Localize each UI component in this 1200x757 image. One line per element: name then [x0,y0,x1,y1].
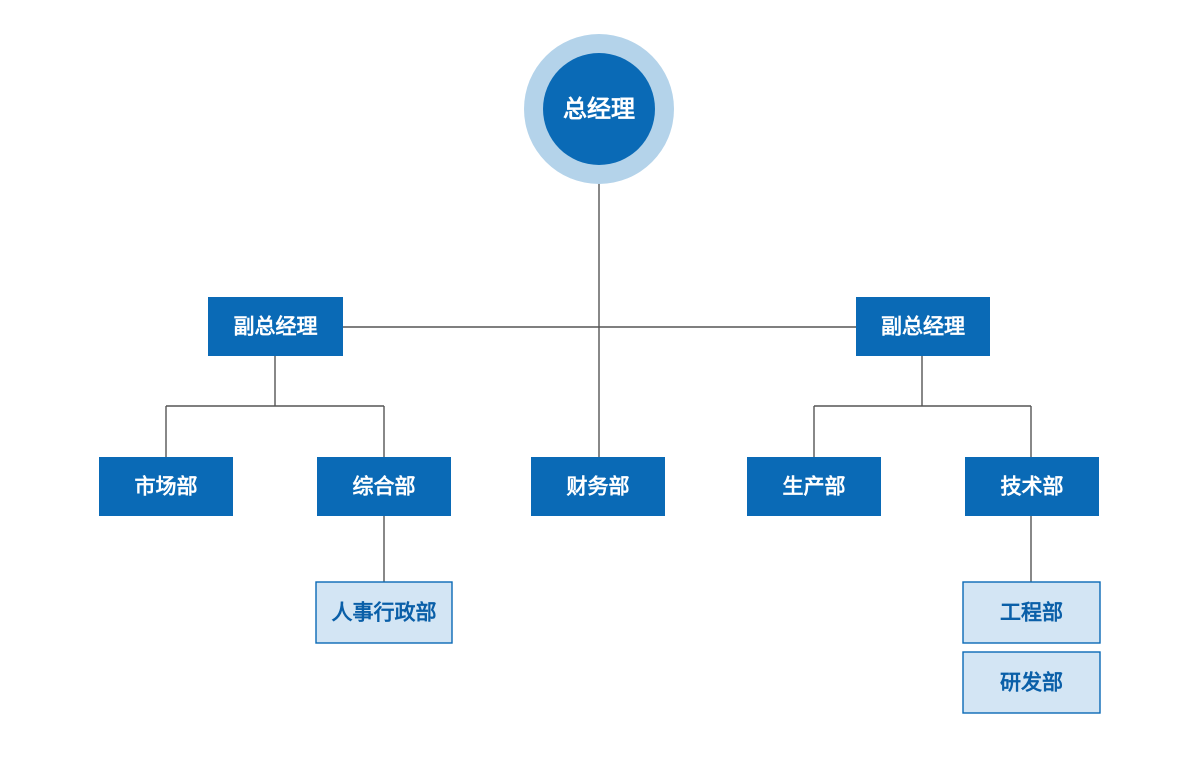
dept-technology-box [965,457,1099,516]
dept-finance-box [531,457,665,516]
dept-market: 市场部 [99,457,233,516]
dept-technology-label: 技术部 [1001,475,1064,499]
dept-technology: 技术部 [965,457,1099,516]
deputy-left-box [208,297,343,356]
dept-finance-label: 财务部 [567,475,630,499]
deputy-left: 副总经理 [208,297,343,356]
dept-general-label: 综合部 [353,475,416,499]
root-node: 总经理 [524,34,674,184]
dept-production: 生产部 [747,457,881,516]
dept-production-box [747,457,881,516]
dept-general: 综合部 [317,457,451,516]
subdept-hr-admin: 人事行政部 [315,581,453,644]
subdept-engineering-box [962,581,1101,644]
dept-market-box [99,457,233,516]
dept-market-label: 市场部 [135,475,198,499]
subdept-engineering-label: 工程部 [1000,601,1063,625]
subdept-hr-admin-label: 人事行政部 [332,601,437,625]
deputy-right-label: 副总经理 [881,315,965,339]
subdept-rnd-box [962,651,1101,714]
deputy-right: 副总经理 [856,297,990,356]
subdept-hr-admin-box [315,581,453,644]
dept-production-label: 生产部 [783,475,846,499]
deputy-left-label: 副总经理 [234,315,318,339]
subdept-rnd: 研发部 [962,651,1101,714]
root-circle [543,53,655,165]
deputy-right-box [856,297,990,356]
root-label: 总经理 [563,95,635,123]
connectors [165,160,1032,582]
dept-general-box [317,457,451,516]
dept-finance: 财务部 [531,457,665,516]
subdept-engineering: 工程部 [962,581,1101,644]
subdept-rnd-label: 研发部 [1000,671,1063,695]
